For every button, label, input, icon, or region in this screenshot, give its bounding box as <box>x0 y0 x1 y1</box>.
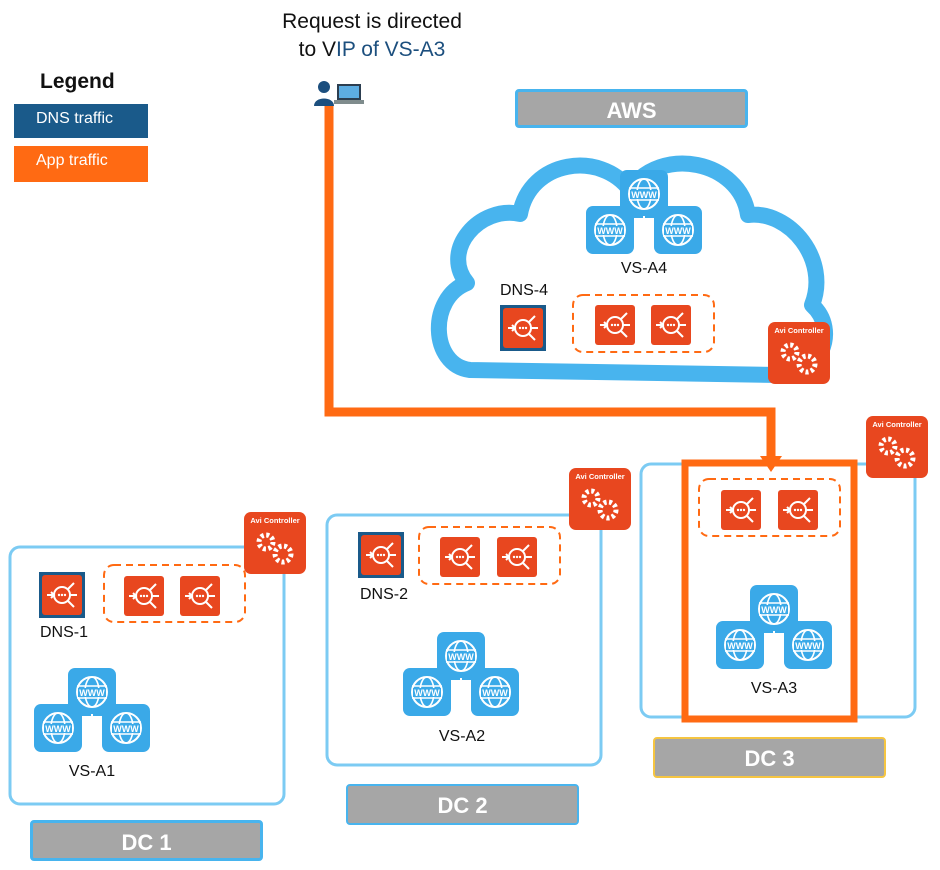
dc3-se-group <box>698 478 841 537</box>
request-line-2-prefix: to V <box>298 38 336 61</box>
dc3-se-icon-1 <box>720 489 762 531</box>
vs-a3-www-cluster <box>716 585 832 669</box>
vs-a3-highlight <box>681 459 858 723</box>
request-caption: Request is directed to VIP of VS-A3 <box>262 8 482 64</box>
aws-avi-controller-icon <box>768 322 830 384</box>
dc3-se-icon-2 <box>777 489 819 531</box>
dns-2-label: DNS-2 <box>359 586 408 603</box>
dc2-se-group <box>418 526 561 585</box>
legend-dns-traffic: DNS traffic <box>14 104 148 138</box>
user-laptop-icon <box>314 81 364 106</box>
aws-se-group <box>572 294 715 353</box>
app-traffic-path <box>324 103 776 462</box>
dc1-se-icon-2 <box>179 575 221 617</box>
dc2-banner: DC 2 <box>346 784 579 825</box>
request-vip-text: IP of VS-A3 <box>336 38 446 61</box>
dc1-banner: DC 1 <box>30 820 263 861</box>
dc2-box <box>325 513 603 767</box>
dns-1-label: DNS-1 <box>39 624 88 641</box>
vs-a1-label: VS-A1 <box>68 763 116 780</box>
dc1-se-group <box>103 564 246 623</box>
dc2-se-icon-2 <box>496 536 538 578</box>
aws-se-icon-2 <box>650 304 692 346</box>
vs-a2-label: VS-A2 <box>438 728 486 745</box>
vs-a2-www-cluster <box>403 632 519 716</box>
request-line-1: Request is directed <box>282 10 462 33</box>
dc1-avi-controller-icon <box>244 512 306 574</box>
dns-4-label: DNS-4 <box>499 282 548 299</box>
dc1-se-icon-1 <box>123 575 165 617</box>
request-line-2: to VIP of VS-A3 <box>262 36 482 64</box>
dns-2-icon <box>358 532 404 578</box>
legend-app-traffic: App traffic <box>14 146 148 182</box>
dc2-se-icon-1 <box>439 536 481 578</box>
legend-title: Legend <box>40 70 115 93</box>
dc3-avi-controller-icon <box>866 416 928 478</box>
aws-banner: AWS <box>515 89 748 128</box>
dc2-avi-controller-icon <box>569 468 631 530</box>
vs-a1-www-cluster <box>34 668 150 752</box>
vs-a4-label: VS-A4 <box>620 260 668 277</box>
dns-1-icon <box>39 572 85 618</box>
dc3-banner: DC 3 <box>653 737 886 778</box>
dns-4-icon <box>500 305 546 351</box>
dc1-box <box>8 545 286 806</box>
vs-a3-label: VS-A3 <box>750 680 798 697</box>
aws-se-icon-1 <box>594 304 636 346</box>
